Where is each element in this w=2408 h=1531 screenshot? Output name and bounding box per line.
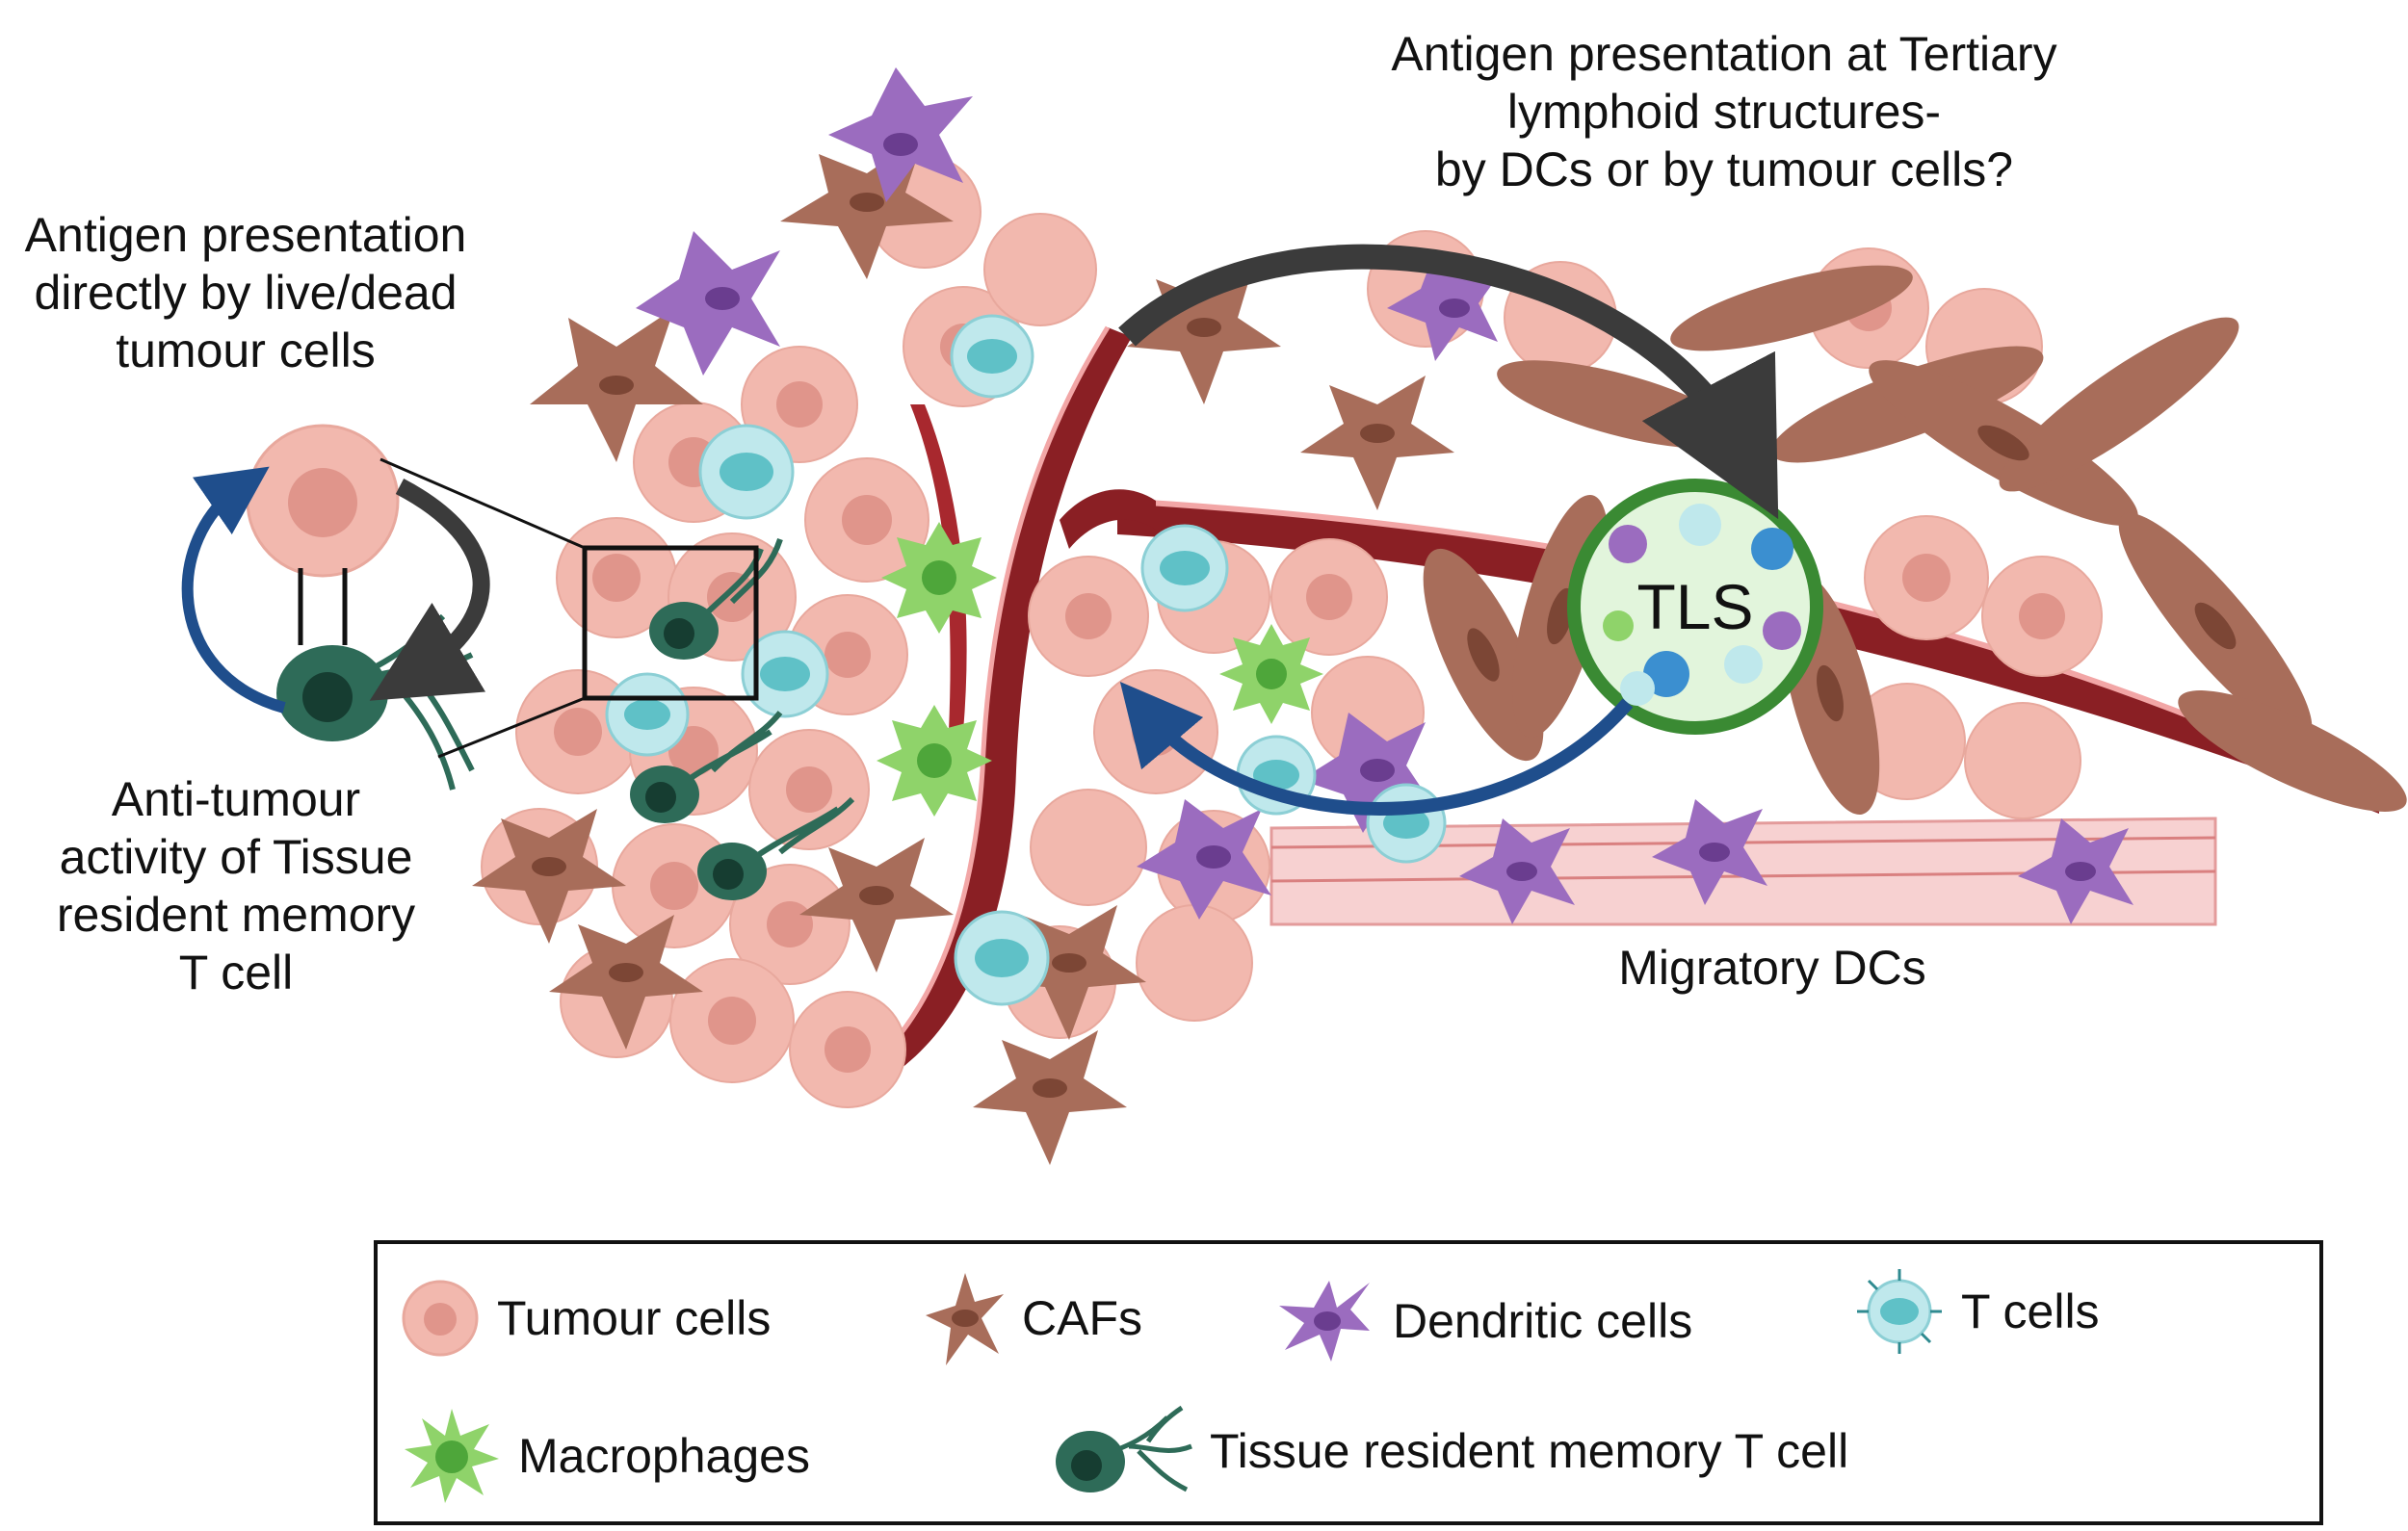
- tls-arrow: [1118, 244, 1779, 520]
- legend-item-cafs: CAFs: [922, 1265, 1142, 1371]
- trm-to-tumour-arrow: [181, 466, 286, 714]
- dendritic-nuclei: [705, 133, 2096, 881]
- legend-item-tcells: T cells: [1851, 1263, 2100, 1360]
- caf-nuclei: [532, 193, 2237, 1098]
- label-trm-line-2: activity of Tissue: [59, 830, 413, 884]
- legend-label-dendritic: Dendritic cells: [1393, 1294, 1693, 1348]
- label-tls-line-3: by DCs or by tumour cells?: [1434, 143, 2014, 196]
- legend-item-macrophages: Macrophages: [399, 1403, 810, 1509]
- isolated-tumour-cell: [246, 424, 400, 578]
- t-cell-nuclei: [624, 339, 1429, 977]
- zoom-leader-bottom: [437, 696, 586, 759]
- macrophage-cluster: [877, 522, 1323, 817]
- tumour-to-trm-arrow: [369, 479, 490, 701]
- trm-nuclei: [302, 618, 744, 890]
- legend-label-tumour: Tumour cells: [497, 1291, 772, 1345]
- label-trm-activity: Anti-tumour activity of Tissue resident …: [10, 770, 462, 1001]
- label-trm-line-1: Anti-tumour: [111, 772, 361, 826]
- tumour-cell-icon: [402, 1280, 479, 1357]
- label-tls-presentation: Antigen presentation at Tertiary lymphoi…: [1194, 25, 2254, 198]
- dendritic-cell-icon: [1279, 1281, 1370, 1362]
- legend-label-macrophages: Macrophages: [518, 1429, 810, 1483]
- legend-item-tumour: Tumour cells: [397, 1275, 771, 1362]
- caf-icon: [926, 1273, 1004, 1365]
- label-direct-line-3: tumour cells: [116, 324, 376, 377]
- central-blood-vessel: [865, 325, 1156, 1071]
- macrophage-icon: [405, 1409, 499, 1503]
- legend-label-cafs: CAFs: [1022, 1291, 1142, 1345]
- trm-cell-icon: [1056, 1405, 1192, 1492]
- label-migratory-dcs: Migratory DCs: [1618, 941, 1926, 995]
- label-tls-line-1: Antigen presentation at Tertiary: [1391, 27, 2057, 81]
- legend: Tumour cells CAFs Dendritic cells T cell…: [374, 1240, 2323, 1525]
- t-cell-icon: [1857, 1269, 1942, 1354]
- label-tls-line-2: lymphoid structures-: [1506, 85, 1942, 139]
- zoom-leader-top: [380, 457, 586, 550]
- zoom-box: [582, 545, 759, 701]
- legend-label-tcells: T cells: [1961, 1284, 2100, 1338]
- label-direct-line-2: directly by live/dead: [34, 266, 458, 320]
- label-direct-presentation: Antigen presentation directly by live/de…: [0, 206, 491, 379]
- label-trm-line-3: resident memory: [56, 888, 416, 942]
- label-direct-line-1: Antigen presentation: [24, 208, 467, 262]
- legend-item-trm: Tissue resident memory T cell: [1052, 1398, 1848, 1504]
- label-tls: TLS: [1636, 571, 1754, 642]
- legend-item-dendritic: Dendritic cells: [1273, 1273, 1692, 1369]
- label-trm-line-4: T cell: [178, 946, 294, 999]
- migratory-dc-arrow: [1119, 681, 1634, 816]
- legend-label-trm: Tissue resident memory T cell: [1210, 1424, 1849, 1478]
